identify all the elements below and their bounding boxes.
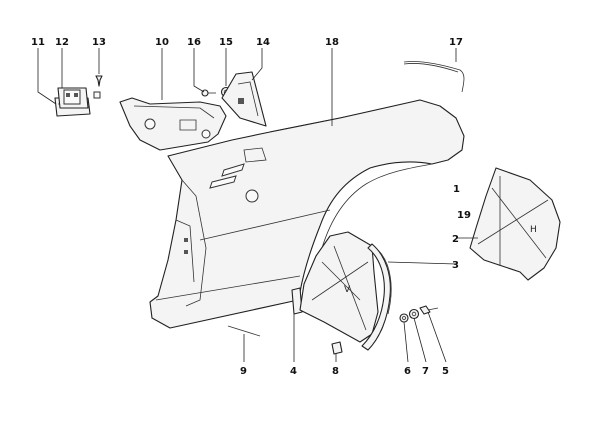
callout-10: 10	[155, 37, 169, 48]
callout-19: 19	[457, 210, 471, 221]
callout-8: 8	[332, 366, 339, 377]
front-liner-letter: V	[344, 285, 351, 295]
callout-11: 11	[31, 37, 45, 48]
callout-17: 17	[449, 37, 463, 48]
part-5-bolt	[419, 305, 439, 315]
part-10-inner-panel	[119, 97, 227, 151]
callout-12: 12	[55, 37, 69, 48]
part-8-plug	[331, 341, 343, 355]
part-7-nut	[408, 308, 420, 320]
callout-14: 14	[256, 37, 270, 48]
front-wheelhouse-liner: V	[299, 231, 379, 343]
part-9-stud	[227, 325, 261, 337]
callout-15: 15	[219, 37, 233, 48]
part-16-screw	[201, 89, 216, 97]
callouts: 11 12 13 10 16 15 14 18 17 1 19 2 3 9 4 …	[31, 37, 471, 377]
callout-18: 18	[325, 37, 339, 48]
rear-liner-letter: H	[530, 225, 537, 235]
callout-7: 7	[422, 366, 429, 377]
callout-13: 13	[92, 37, 106, 48]
part-14-gusset	[221, 71, 267, 127]
part-13-screw	[95, 75, 103, 87]
callout-5: 5	[442, 366, 449, 377]
part-12-clip	[57, 87, 101, 109]
callout-3: 3	[452, 260, 459, 271]
callout-9: 9	[240, 366, 247, 377]
callout-2: 2	[452, 234, 459, 245]
callout-1: 1	[453, 184, 460, 195]
callout-16: 16	[187, 37, 201, 48]
part-3-arch-trim	[361, 243, 392, 351]
leader-lines	[37, 48, 478, 363]
rear-wheelhouse-liner: H	[469, 167, 561, 281]
part-17-seal-strip	[403, 61, 465, 93]
part-4-seal	[291, 287, 303, 315]
part-6-washer	[399, 313, 409, 323]
callout-4: 4	[290, 366, 297, 377]
callout-6: 6	[404, 366, 411, 377]
